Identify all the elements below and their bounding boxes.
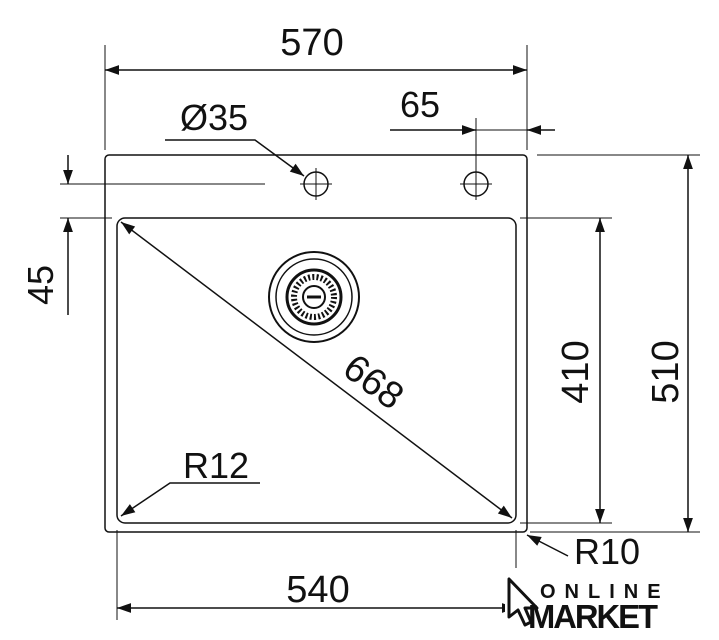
radius-r12-leader [120, 482, 260, 517]
radius-r10-leader [526, 534, 569, 557]
diameter-leader [165, 139, 305, 177]
dimension-510 [530, 154, 700, 533]
svg-text:MARKET: MARKET [528, 598, 658, 635]
tap-hole-left [300, 168, 332, 200]
label-668: 668 [335, 347, 411, 419]
drain-strainer [268, 251, 360, 343]
sink-outline [104, 154, 528, 533]
dimension-45 [60, 155, 265, 315]
label-510: 510 [645, 340, 687, 403]
tap-hole-right [460, 118, 492, 200]
dimension-668 [120, 221, 513, 519]
label-r10: R10 [574, 531, 640, 572]
label-r12: R12 [183, 445, 249, 486]
label-540: 540 [286, 569, 349, 611]
cursor-icon [507, 577, 539, 627]
label-diameter: Ø35 [180, 97, 248, 138]
bowl-outline [116, 217, 517, 524]
label-65: 65 [400, 84, 440, 125]
label-570: 570 [280, 22, 343, 64]
dimension-410 [520, 217, 612, 524]
label-410: 410 [555, 340, 597, 403]
online-market-logo: ONLINE MARKET [505, 568, 670, 640]
label-45: 45 [20, 265, 61, 305]
svg-text:ONLINE: ONLINE [540, 581, 670, 603]
